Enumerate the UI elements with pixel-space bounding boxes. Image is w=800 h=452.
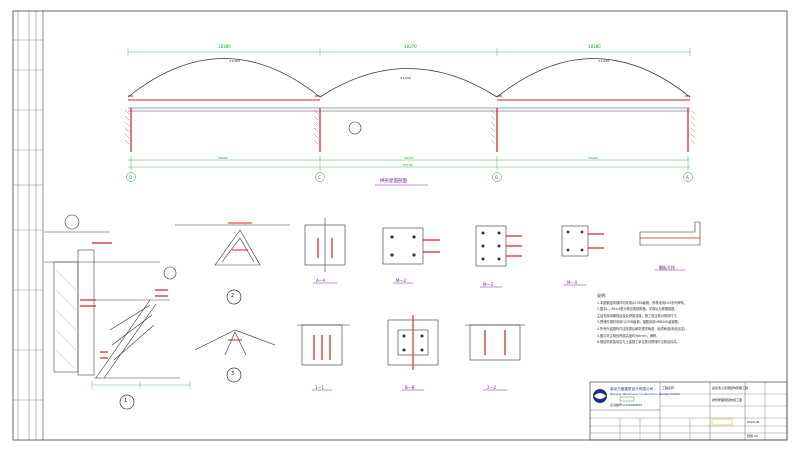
detail-2-number: 2 <box>231 293 235 299</box>
title-block-frame <box>589 381 788 441</box>
span-sub-left: 18000 <box>218 156 228 160</box>
total-width-label: 55130 <box>403 163 413 167</box>
detail-2-drawing <box>175 222 290 305</box>
sheet-number: 结施-05 <box>747 434 758 438</box>
elevation-caption: 拱形屋面剖面 <box>380 179 407 184</box>
section-aa-drawing <box>304 218 346 284</box>
section-22-label: 2—2 <box>487 385 497 390</box>
bottom-dimension-lines <box>128 156 690 171</box>
sheet-frame <box>12 10 788 441</box>
note-line: 主结构采用螺栓连接及焊接连接，施工前应核对现场尺寸。 <box>597 313 680 318</box>
detail-3-number: 3 <box>231 371 235 377</box>
project-name: 某住宅小区钢结构雨棚工程 <box>712 386 749 390</box>
cert-stamp <box>619 396 635 402</box>
section-11-label: 1—1 <box>315 385 325 390</box>
note-line: 3.预埋件钢材采用Q235B级钢，锚筋采用HRB400级钢筋。 <box>597 320 682 325</box>
section-m3-drawing <box>475 225 522 288</box>
note-line: 1.本图钢结构钢材均采用Q235B级钢，焊条采用E43系列焊条。 <box>597 300 688 305</box>
column-hatch <box>124 109 696 145</box>
arch-chords <box>128 95 690 101</box>
ridge-label-left: ±1,000 <box>229 59 241 63</box>
detail-1-drawing <box>44 214 191 410</box>
section-m2-drawing <box>382 227 440 284</box>
detail-3-drawing <box>194 329 276 383</box>
general-notes: 说明: 1.本图钢结构钢材均采用Q235B级钢，焊条采用E43系列焊条。 2.图… <box>597 293 782 346</box>
flange-detail-drawing <box>639 221 701 271</box>
detail-1-number: 1 <box>124 398 128 404</box>
drawing-name: 拱形屋面钢结构施工图 <box>712 398 743 402</box>
note-line: 2.图中L—56×4表示等边角钢规格，字母后为规格数据。 <box>597 307 678 312</box>
section-bb-drawing <box>387 315 439 391</box>
axis-c: C <box>318 175 321 180</box>
arch-curves <box>127 58 691 98</box>
section-m3-label: M—3 <box>483 282 493 287</box>
company-name-cn: 南京万盛建筑设计有限公司 <box>610 387 654 391</box>
axis-d: D <box>129 175 133 180</box>
beam-line <box>128 107 690 112</box>
note-line: 6.钢结构安装前应与土建施工单位核对预埋件位置及标高。 <box>597 340 680 345</box>
column-lines <box>130 108 689 152</box>
top-dimension-lines <box>127 48 691 56</box>
company-name-en: Nanjing Wansheng Construction Design CO.… <box>610 392 680 396</box>
section-11-drawing <box>297 324 350 391</box>
drawing-date: 2020.06 <box>747 420 760 424</box>
section-aa-label: A—A <box>316 278 326 283</box>
grid-bubbles <box>126 172 693 182</box>
note-line: 4.所有外露钢构件应除锈后刷防锈漆两道、面漆两道(颜色另定)。 <box>597 326 689 331</box>
flange-label: 翻板大样 <box>659 265 675 270</box>
section-m4-drawing <box>561 225 604 286</box>
section-22-drawing <box>465 324 525 391</box>
span-sub-right: 18000 <box>588 156 598 160</box>
notes-heading: 说明: <box>597 293 607 298</box>
approval-stamp <box>711 418 733 426</box>
section-m4-label: M—4 <box>567 280 577 285</box>
detail-marker-circle <box>348 121 362 135</box>
arch-elevation <box>124 48 696 186</box>
ridge-label-mid: ±1,000 <box>400 76 412 80</box>
span-sub-mid: 18370 <box>404 156 414 160</box>
ridge-label-right: ±1,000 <box>598 59 610 63</box>
span-label-right: 18380 <box>588 44 601 49</box>
company-logo <box>593 389 607 403</box>
axis-a: A <box>686 175 689 180</box>
license-number: 证书编号:A132000000 <box>610 403 643 407</box>
section-m2-label: M—2 <box>396 278 406 283</box>
note-line: 5.图中未注明的焊缝高度均为6mm，满焊。 <box>597 333 660 338</box>
span-label-mid: 18370 <box>404 44 417 49</box>
section-bb-label: B—B <box>405 385 415 390</box>
axis-b: B <box>495 175 498 180</box>
project-label: 工程名称 <box>662 386 675 390</box>
span-label-left: 18380 <box>218 44 231 49</box>
